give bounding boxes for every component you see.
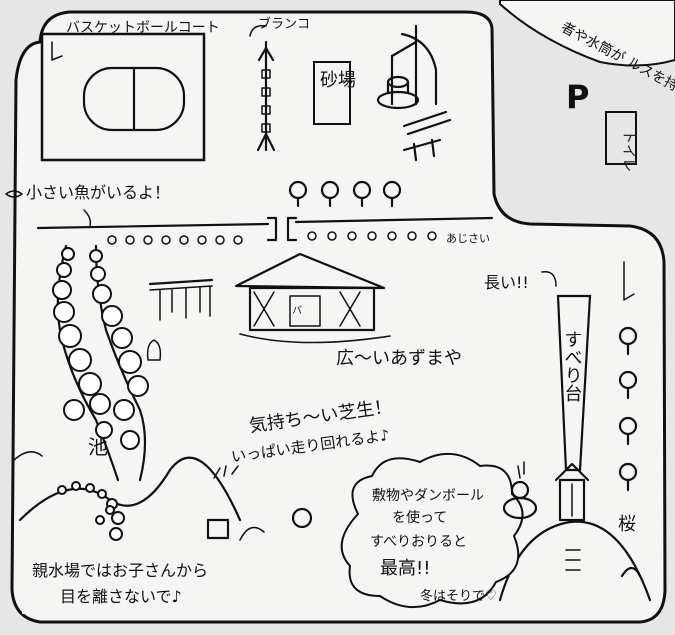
- hill-tunnel-icon: [620, 566, 642, 578]
- sandbox-frame: [313, 61, 351, 125]
- water-warning-box: [22, 552, 270, 614]
- pond-hill-outline: [18, 456, 242, 522]
- toilet-label: トイレ: [620, 130, 636, 172]
- basketball-court-frame: [40, 32, 206, 162]
- hydrangea-label: あじさい: [446, 232, 490, 245]
- cloud-line3: すべりおりると: [370, 534, 467, 550]
- cherry-trees-column: [618, 326, 638, 492]
- pond-outline: [52, 244, 149, 482]
- gazebo-label: 広～いあずまや: [336, 348, 462, 369]
- bench-icon: [206, 518, 230, 540]
- statue-icon: [146, 339, 162, 361]
- swing-label: ブランコ: [258, 16, 310, 32]
- gate-left: [266, 216, 278, 242]
- swing-arrow-icon: [249, 24, 267, 37]
- hill-steps-icon: [565, 549, 581, 571]
- court-arrow-icon: [51, 41, 63, 61]
- gazebo-sign: バ: [292, 305, 302, 317]
- sled-doodle-icon: [502, 461, 538, 520]
- grass-icon: [213, 465, 239, 479]
- fence-left: [36, 222, 270, 230]
- slide-track: [556, 294, 592, 472]
- cloud-line5: 冬はそりで♡: [420, 588, 497, 604]
- cherry-label: 桜: [618, 514, 636, 535]
- hydrangea-row: [107, 231, 437, 245]
- swing-seats-icon: [261, 69, 271, 133]
- playground-slide-icon: [390, 24, 438, 106]
- ball-icon: [291, 507, 313, 529]
- long-arrow-icon: [541, 271, 557, 287]
- swing-base-icon: [256, 132, 276, 152]
- water-warning-line2: 目を離さないで♪: [60, 587, 182, 606]
- pond-stones: [57, 481, 125, 541]
- hoop-icon: [239, 526, 265, 541]
- gate-right: [286, 216, 298, 242]
- slide-label: すべり台: [562, 330, 583, 402]
- water-warning-line1: 親水場ではお子さんから: [32, 561, 208, 580]
- swing-top-icon: [257, 46, 275, 62]
- toilet-frame: [605, 111, 637, 165]
- gazebo-icon: [234, 252, 391, 344]
- pergola-icon: [148, 278, 214, 321]
- slide-tower-icon: [554, 462, 590, 522]
- pond-label: 池: [88, 435, 108, 459]
- cloud-line4: 最高!!: [380, 558, 430, 579]
- fish-arrow-icon: [83, 209, 92, 227]
- cloud-bubble: [340, 452, 524, 609]
- small-fish-label: 小さい魚がいるよ！: [26, 183, 170, 202]
- top-banner-shape: [499, 0, 675, 67]
- trees-row-top: [288, 180, 402, 208]
- cloud-line1: 敷物やダンボール: [372, 488, 484, 504]
- sandbox-label: 砂場: [320, 70, 356, 91]
- fence-right: [294, 216, 494, 224]
- cloud-line2: を使って: [392, 509, 447, 526]
- cherry-arrow-icon: [623, 261, 635, 301]
- fish-icon: [5, 190, 23, 198]
- seesaw-icon: [402, 110, 452, 162]
- drum-toy-icon: [376, 75, 420, 110]
- pond-arrow-icon: [13, 451, 43, 461]
- basketball-court-label: バスケットボールコート: [66, 20, 220, 36]
- long-label: 長い!!: [484, 273, 529, 292]
- parking-label: P: [566, 78, 589, 116]
